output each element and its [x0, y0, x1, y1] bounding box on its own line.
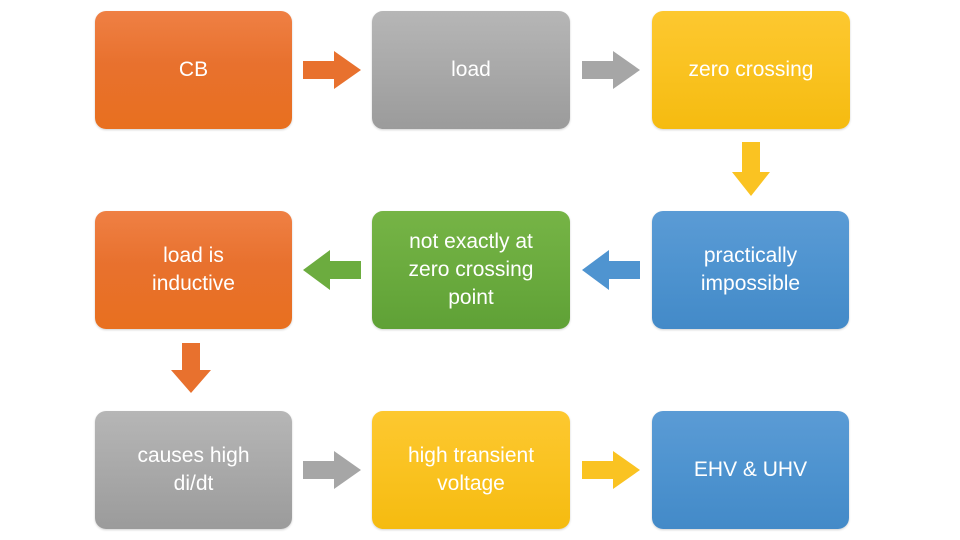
arrow-not-exactly-to-load-is-inductive [303, 250, 361, 290]
node-cb-label: CB [178, 58, 209, 82]
arrow-zero-crossing-to-practically-impossible [732, 142, 770, 196]
node-ehv-uhv[interactable]: EHV & UHV [652, 411, 849, 529]
node-practically-impossible-label: practically impossible [700, 244, 801, 295]
node-not-exactly-label: not exactly at zero crossing point [408, 230, 534, 309]
arrow-load-to-zero-crossing [582, 51, 640, 89]
node-practically-impossible[interactable]: practically impossible [652, 211, 849, 329]
node-causes-high-didt[interactable]: causes high di/dt [95, 411, 292, 529]
node-load-label: load [451, 58, 491, 82]
arrow-load-is-inductive-to-causes-high-didt [171, 343, 211, 393]
arrow-practically-impossible-to-not-exactly [582, 250, 640, 290]
node-not-exactly-at-zero-crossing-point[interactable]: not exactly at zero crossing point [372, 211, 570, 329]
arrow-causes-high-didt-to-high-transient-voltage [303, 451, 361, 489]
node-load[interactable]: load [372, 11, 570, 129]
node-high-transient-voltage-label: high transient voltage [407, 444, 535, 495]
node-zero-crossing[interactable]: zero crossing [652, 11, 850, 129]
node-high-transient-voltage[interactable]: high transient voltage [372, 411, 570, 529]
node-ehv-uhv-label: EHV & UHV [693, 458, 808, 482]
arrow-high-transient-voltage-to-ehv-uhv [582, 451, 640, 489]
node-load-is-inductive[interactable]: load is inductive [95, 211, 292, 329]
node-load-is-inductive-label: load is inductive [152, 244, 235, 295]
node-causes-high-didt-label: causes high di/dt [137, 444, 250, 495]
arrow-cb-to-load [303, 51, 361, 89]
node-zero-crossing-label: zero crossing [688, 58, 814, 82]
node-cb[interactable]: CB [95, 11, 292, 129]
